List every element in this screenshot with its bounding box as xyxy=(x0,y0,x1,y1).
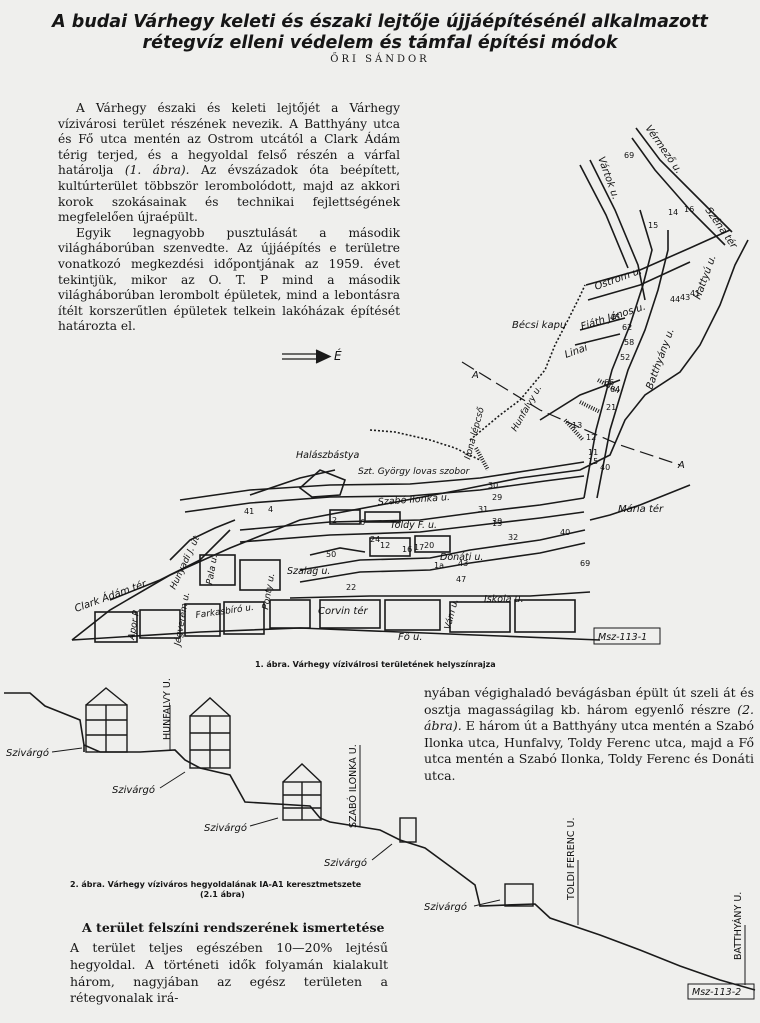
parcel-number: 15 xyxy=(588,457,598,466)
drain-label-4: Szivárgó xyxy=(324,857,367,869)
right-column-text: nyában végighaladó bevágásban épült út s… xyxy=(424,685,754,783)
parcel-number: 43 xyxy=(680,293,690,302)
section-line xyxy=(461,361,681,466)
parcel-number: 41 xyxy=(244,507,254,516)
label-szentgyorgy: Szt. György lovas szobor xyxy=(358,467,471,477)
parcel-number: 24 xyxy=(370,535,380,544)
label-halaszbastya: Halászbástya xyxy=(296,450,360,461)
label-corvin: Corvin tér xyxy=(318,605,368,617)
parcel-number: 14 xyxy=(668,208,678,217)
drain-label-2: Szivárgó xyxy=(112,784,155,796)
section-heading: A terület felszíni rendszerének ismertet… xyxy=(82,920,385,935)
parcel-number: 11 xyxy=(588,448,598,457)
north-label: É xyxy=(334,348,342,363)
parcel-number: 44 xyxy=(670,295,680,304)
label-section-a2: A xyxy=(677,460,685,471)
article-title: A budai Várhegy keleti és északi lejtője… xyxy=(0,12,760,54)
parcel-number: 22 xyxy=(346,583,356,592)
intro-paragraph-2: Egyik legnagyobb pusztulását a második v… xyxy=(58,225,400,334)
parcel-number: 21 xyxy=(606,403,616,412)
drain-label-5: Szivárgó xyxy=(424,901,467,913)
parcel-number: 66 xyxy=(604,378,614,387)
parcel-number: 6 xyxy=(360,518,365,527)
label-fou: Fő u. xyxy=(398,631,423,643)
parcel-number: 43 xyxy=(458,559,468,568)
title-line-1: A budai Várhegy keleti és északi lejtője… xyxy=(52,12,708,32)
author: ŐRI SÁNDOR xyxy=(330,54,430,65)
parcel-number: 62 xyxy=(622,323,632,332)
figure-2-caption-line-1: 2. ábra. Várhegy víziváros hegyoldalának… xyxy=(70,880,362,889)
street-batthyany: BATTHYÁNY U. xyxy=(732,892,744,960)
stamp-2: Msz-113-2 xyxy=(692,987,741,998)
section-text: A terület teljes egészében 10—20% lejtés… xyxy=(70,940,388,1006)
parcel-number: 40 xyxy=(600,463,610,472)
houses xyxy=(85,687,534,907)
parcel-number: 52 xyxy=(620,353,630,362)
parcel-number: 58 xyxy=(624,338,634,347)
drain-label-1: Szivárgó xyxy=(6,747,49,759)
parcel-number: 32 xyxy=(508,533,518,542)
intro-text: A Várhegy északi és keleti lejtőjét a Vá… xyxy=(58,101,400,335)
figure-1-caption: 1. ábra. Várhegy víziválrosi területének… xyxy=(255,660,496,669)
parcel-number: 20 xyxy=(424,541,434,550)
street-szabo: SZABÓ ILONKA U. xyxy=(347,744,359,828)
parcel-number: 12 xyxy=(586,433,596,442)
stamp-1: Msz-113-1 xyxy=(598,632,647,643)
parcel-number: 4 xyxy=(268,505,273,514)
parcel-number: 30 xyxy=(492,517,502,526)
parcel-number: 2 xyxy=(332,516,337,525)
parcel-number: 30 xyxy=(488,481,498,490)
parcel-number: 16 xyxy=(684,205,694,214)
parcel-number: 12 xyxy=(380,541,390,550)
parcel-number: 64 xyxy=(610,385,620,394)
label-iskola: Iskola u. xyxy=(484,594,524,605)
intro-paragraph-1: A Várhegy északi és keleti lejtőjét a Vá… xyxy=(58,101,400,225)
label-becsikapu: Bécsi kapu xyxy=(512,319,566,331)
stamp-box-1 xyxy=(593,627,661,645)
parcel-number: 47 xyxy=(456,575,466,584)
label-szaboilonka: Szabó Ilonka u. xyxy=(377,492,450,508)
vermezo-street xyxy=(635,127,733,233)
parcel-number: 45 xyxy=(610,313,620,322)
map-outline-east xyxy=(71,239,749,641)
parcel-number: 16 xyxy=(402,545,412,554)
figure-2-caption-line-2: (2.1 ábra) xyxy=(200,890,245,899)
street-toldi: TOLDI FERENC U. xyxy=(566,817,577,901)
terrain-profile xyxy=(4,692,756,991)
parcel-number: 17 xyxy=(414,543,424,552)
drain-label-3: Szivárgó xyxy=(204,822,247,834)
batthyany-street-2 xyxy=(583,209,653,499)
parcel-number: 13 xyxy=(492,519,502,528)
parcel-number: 13 xyxy=(572,421,582,430)
label-toldy: Toldy F. u. xyxy=(390,520,437,531)
title-line-2: rétegvíz elleni védelem és támfal építés… xyxy=(142,33,618,53)
parcel-number: 50 xyxy=(326,550,336,559)
parcel-number: 15 xyxy=(648,221,658,230)
parcel-number: 69 xyxy=(624,151,634,160)
stamp-box-2 xyxy=(687,983,755,1000)
label-szalag: Szalag u. xyxy=(287,566,330,577)
parcel-number: 29 xyxy=(492,493,502,502)
parcel-number: 1a xyxy=(434,561,444,570)
label-section-a1: A xyxy=(471,370,479,381)
parcel-number: 69 xyxy=(580,559,590,568)
parcel-number: 40 xyxy=(560,528,570,537)
north-arrow xyxy=(282,349,332,364)
figure-1-site-plan: É Vérmező u. Vártok u. Széna tér Ostrom … xyxy=(71,123,749,648)
parcel-number: 31 xyxy=(478,505,488,514)
parcel-number: 41 xyxy=(690,289,700,298)
label-mariater: Mária tér xyxy=(618,503,664,515)
label-donati: Donáti u. xyxy=(440,552,483,563)
batthyany-street xyxy=(596,230,669,499)
street-hunfalvy: HUNFALVY U. xyxy=(162,678,173,740)
